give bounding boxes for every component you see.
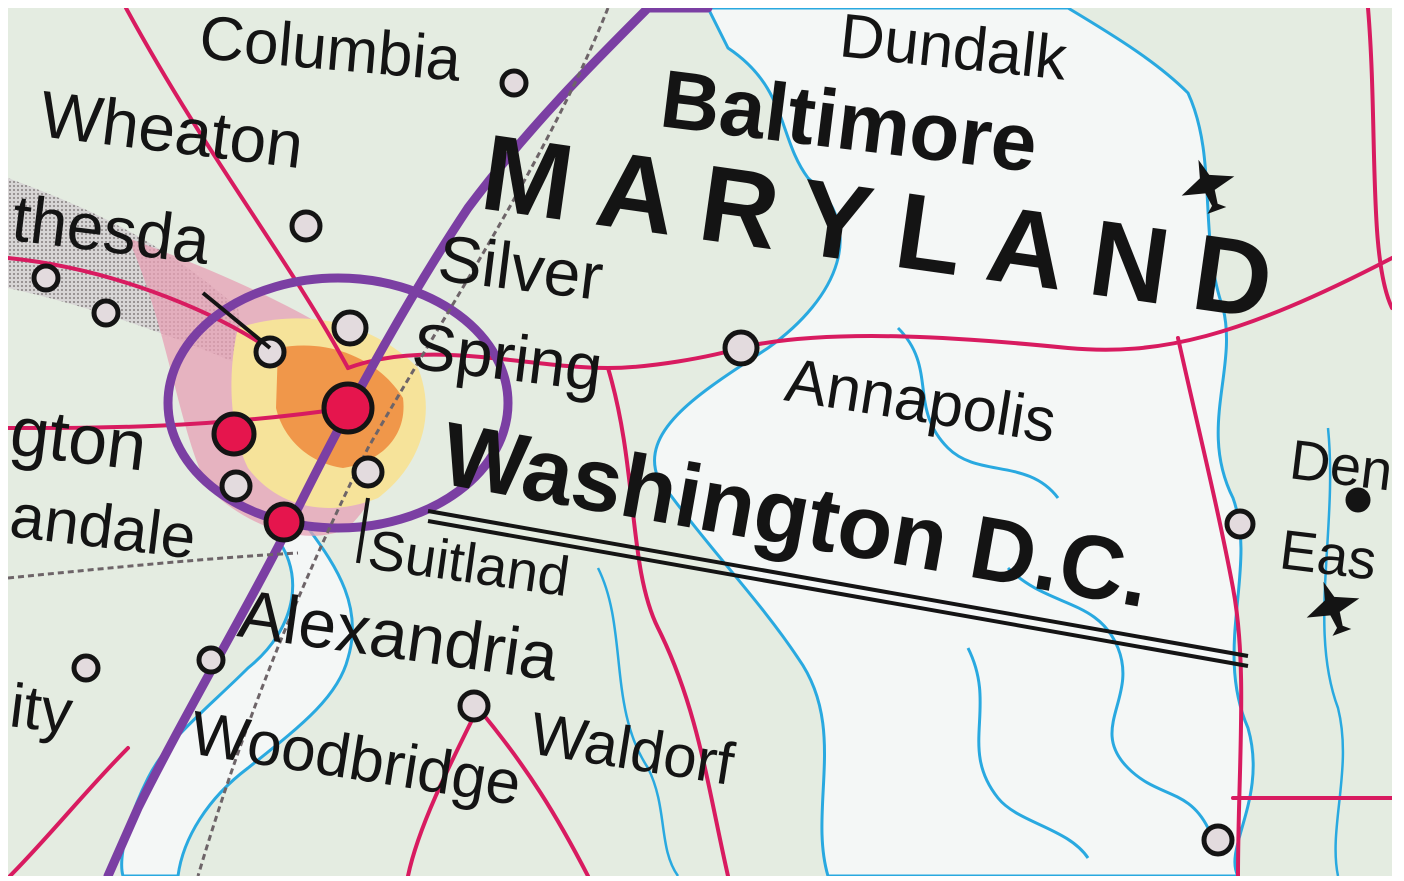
stream [1323, 427, 1345, 876]
road-network [8, 8, 1392, 876]
label-denton: Den [1287, 427, 1392, 502]
city-marker-washington [321, 381, 375, 435]
chesapeake-bay [653, 8, 1255, 876]
railway [196, 8, 610, 876]
city-marker-arlington [211, 411, 257, 457]
city-marker [253, 335, 287, 369]
city-marker-bethesda [289, 209, 323, 243]
city-marker-waldorf [457, 689, 491, 723]
highway-network [103, 8, 713, 876]
potomac-river [120, 526, 354, 876]
label-easton: Eas [1277, 517, 1380, 591]
airplane-icon [1306, 581, 1360, 636]
city-marker [31, 263, 61, 293]
city-marker [196, 645, 226, 675]
city-marker [91, 298, 121, 328]
city-marker-easton [1224, 508, 1256, 540]
label-arlington: gton [8, 391, 151, 485]
capital-underline [427, 509, 1249, 668]
city-marker-annapolis [722, 329, 760, 367]
map-frame[interactable]: Columbia Dundalk Baltimore MARYLAND Whea… [8, 8, 1392, 876]
shoreline-detail [1006, 566, 1210, 829]
airplane-icon [1181, 159, 1235, 214]
shoreline-detail [896, 326, 1060, 499]
shoreline-detail [966, 647, 1090, 859]
city-marker [219, 469, 253, 503]
city-markers [31, 68, 1371, 857]
city-marker-silver-spring [331, 309, 369, 347]
stream [596, 567, 680, 876]
leader-lines [201, 291, 370, 564]
map-canvas[interactable]: Columbia Dundalk Baltimore MARYLAND Whea… [8, 8, 1392, 876]
city-marker-columbia [499, 68, 529, 98]
railway [8, 551, 299, 580]
city-marker-alexandria [263, 501, 305, 543]
city-marker-denton [1345, 487, 1371, 513]
city-marker [1201, 823, 1235, 857]
city-marker [351, 455, 385, 489]
city-marker [71, 653, 101, 683]
label-city: ity [8, 671, 76, 747]
